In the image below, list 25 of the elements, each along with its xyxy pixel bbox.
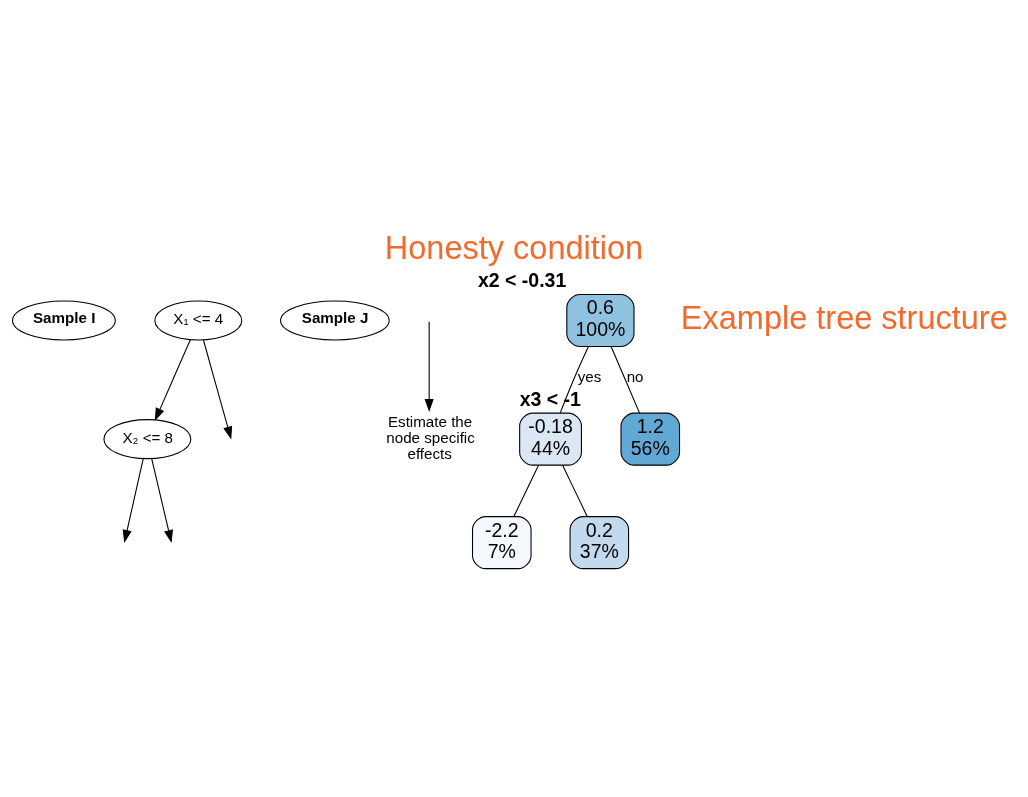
- edge-label: no: [626, 368, 644, 386]
- node-box: 1.2 56%: [620, 412, 681, 466]
- node-label: x3 < -1: [519, 387, 581, 410]
- arrow: [122, 458, 144, 543]
- node-box: -0.18 44%: [519, 412, 582, 466]
- node-label: x2 < -0.31: [477, 269, 567, 292]
- node-box: 0.6 100%: [566, 293, 635, 348]
- node-ellipse: Sample I: [12, 300, 116, 341]
- node-ellipse: X₂ <= 8: [103, 419, 192, 460]
- node-text: Estimate the node specific effects: [386, 412, 475, 463]
- node-ellipse: Sample J: [280, 300, 390, 341]
- arrow: [203, 339, 233, 440]
- label: Example tree structure: [680, 299, 1008, 336]
- node-box: -2.2 7%: [471, 516, 532, 570]
- diagram-title: Honesty condition: [384, 229, 644, 266]
- arrow: [154, 339, 191, 422]
- node-ellipse: X₁ <= 4: [154, 300, 243, 341]
- arrow: [151, 458, 173, 543]
- connector: [559, 346, 589, 414]
- connector: [610, 346, 641, 414]
- arrow: [424, 321, 434, 412]
- edge-label: yes: [577, 368, 602, 386]
- connector: [562, 464, 588, 517]
- node-box: 0.2 37%: [569, 516, 630, 570]
- connector: [513, 464, 540, 517]
